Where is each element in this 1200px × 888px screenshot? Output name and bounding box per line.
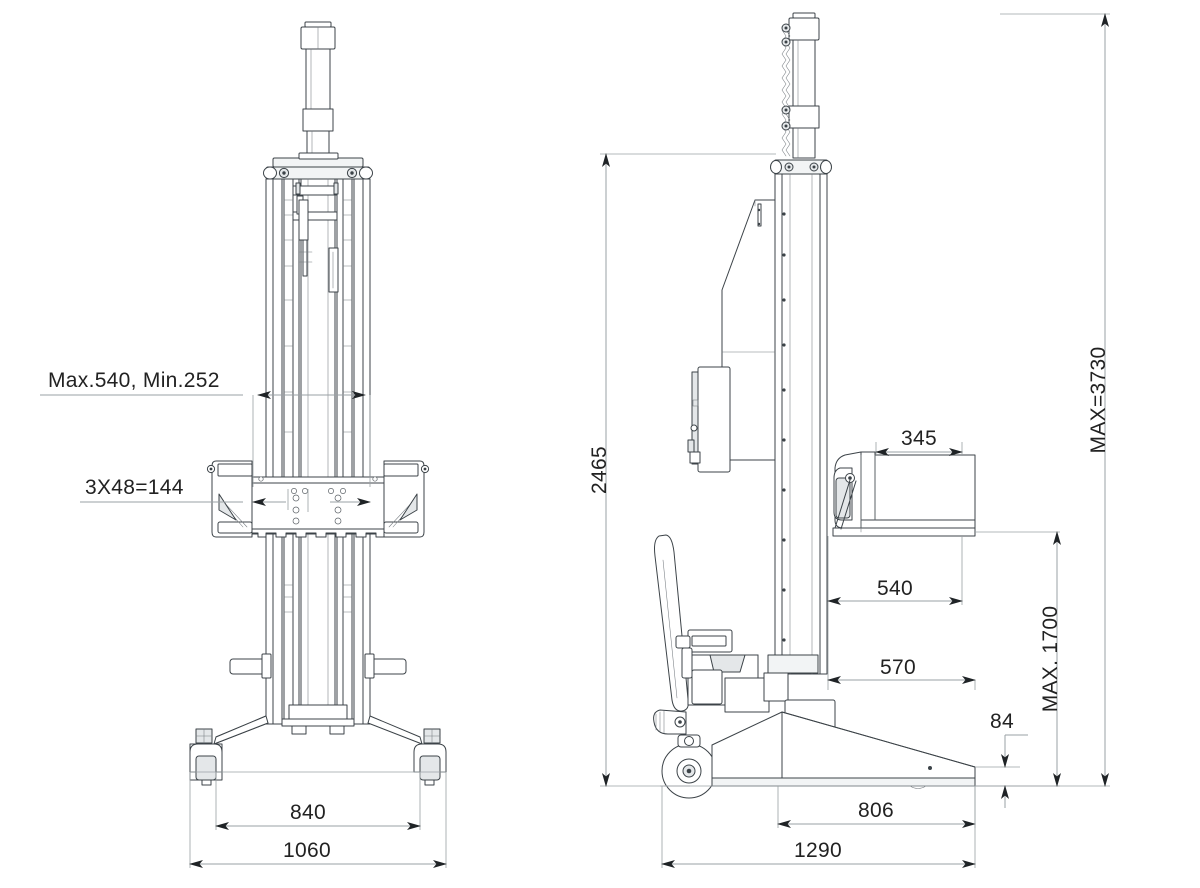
- dim-label-max-lift-height: MAX. 1700: [1039, 606, 1062, 713]
- dim-label-leg-ground-clearance: 84: [990, 710, 1014, 733]
- front-outriggers: [189, 704, 447, 786]
- dim-inner-base-width: [215, 772, 421, 830]
- front-telescopic-cylinder: [300, 21, 336, 159]
- dim-label-inner-base-width: 840: [290, 801, 326, 824]
- dim-outer-base-width: [189, 772, 447, 868]
- side-castor-wheel: [661, 734, 717, 799]
- dim-label-backrest-depth: 345: [901, 427, 937, 450]
- dim-label-max-overall-height: MAX=3730: [1087, 347, 1110, 454]
- dim-label-carriage-reach: 570: [880, 656, 916, 679]
- side-view: [653, 12, 1000, 799]
- dim-label-outer-base-width: 1060: [283, 839, 331, 862]
- side-mast-head: [770, 159, 832, 175]
- side-mast-columns: [774, 173, 828, 675]
- side-chassis-leg: [660, 711, 1000, 789]
- side-fork-platform: [832, 451, 976, 537]
- dim-label-fork-length: 540: [877, 577, 913, 600]
- front-view: [189, 21, 447, 786]
- dim-fork-length: [827, 536, 963, 605]
- dim-label-fork-height-range: Max.540, Min.252: [48, 369, 220, 392]
- front-fork-carriage: [206, 460, 430, 538]
- dim-leg-ground-clearance: [975, 734, 1028, 808]
- front-mast-head-crossbeam: [263, 152, 373, 180]
- dim-mast-closed-height: [600, 153, 776, 787]
- front-mast-columns: [265, 178, 371, 725]
- dim-overall-length: [661, 786, 976, 868]
- dim-label-overall-length: 1290: [794, 839, 842, 862]
- carriage-holes: [258, 476, 378, 525]
- side-lift-chain: [781, 23, 791, 157]
- side-pump-handle: [654, 534, 689, 712]
- dim-label-leg-length: 806: [858, 799, 894, 822]
- front-view-dimensions: Max.540, Min.252 3X48=144 840 1060: [40, 369, 447, 868]
- side-control-box: [687, 366, 731, 473]
- front-stabiliser-handles: [229, 653, 407, 679]
- dim-label-mast-closed-height: 2465: [588, 446, 611, 494]
- dim-fork-height-range: [40, 391, 371, 487]
- dim-label-fork-spacing: 3X48=144: [85, 476, 184, 499]
- side-view-dimensions: 2465 MAX=3730 MAX. 1700 345 540 570 84 8…: [588, 13, 1110, 868]
- dim-carriage-reach: [827, 605, 976, 690]
- dim-backrest-depth: [875, 442, 963, 456]
- dim-fork-spacing: [80, 489, 371, 512]
- side-telescopic-cylinder: [788, 12, 820, 159]
